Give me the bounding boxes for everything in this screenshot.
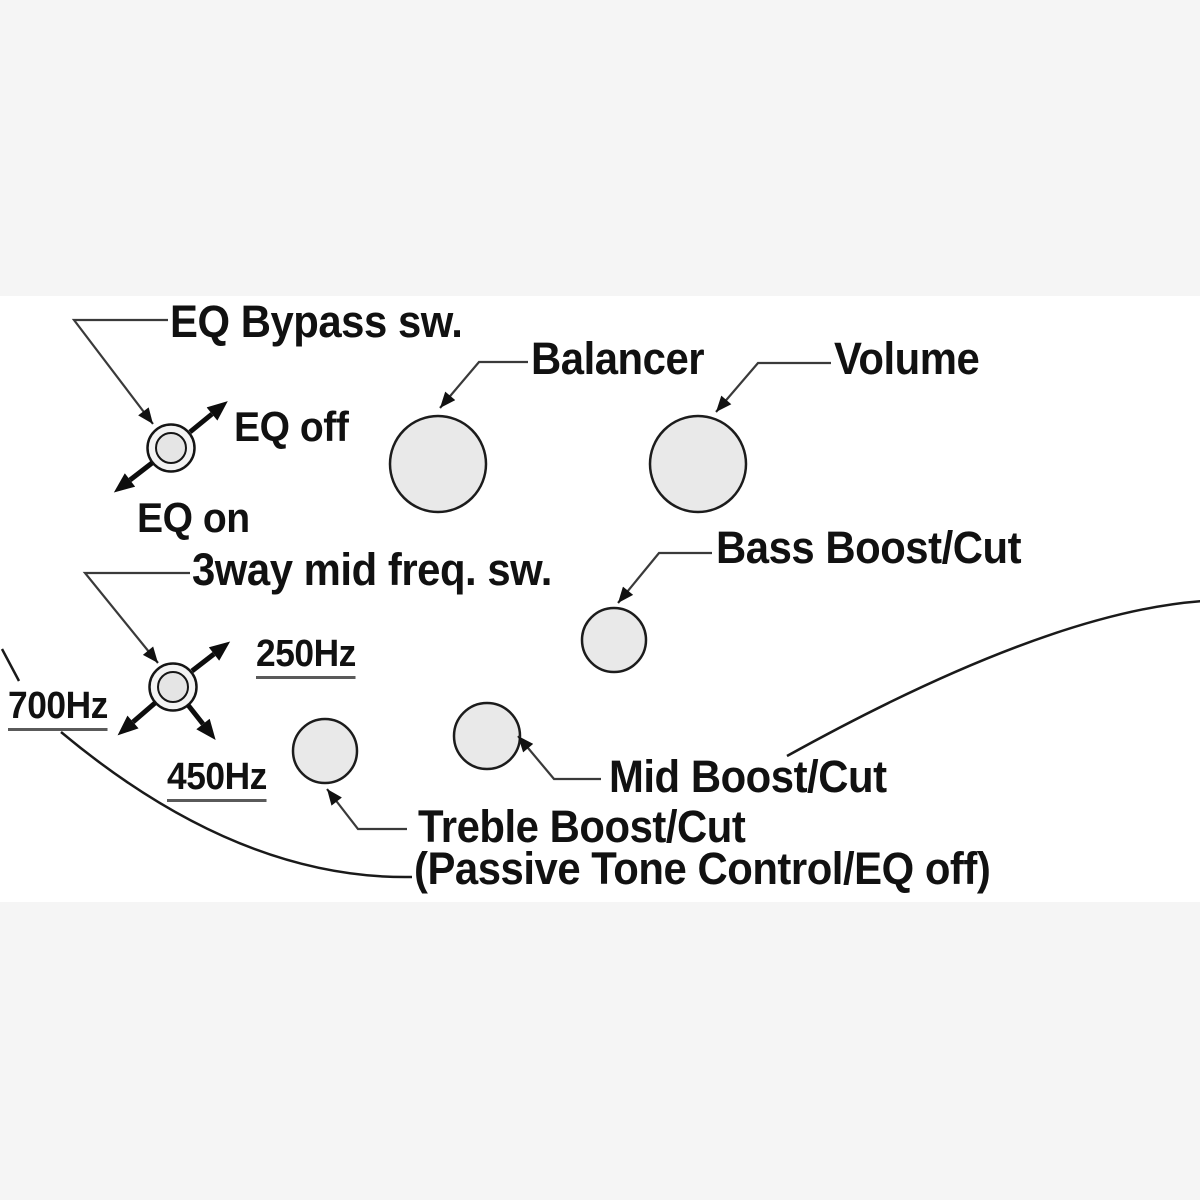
treble-boost-cut-knob — [291, 717, 359, 785]
treble-boost-cut-label: Treble Boost/Cut — [418, 801, 746, 852]
bass-leader-arrow — [617, 551, 712, 604]
mid-boost-cut-knob — [452, 701, 522, 771]
mid-leader-arrow — [517, 735, 601, 781]
freq-700-label: 700Hz — [8, 687, 108, 731]
volume-label: Volume — [834, 333, 980, 384]
treble-passive-note-label: (Passive Tone Control/EQ off) — [414, 843, 991, 894]
bass-boost-cut-knob — [580, 606, 648, 674]
mid-freq-switch — [148, 662, 198, 712]
freq-450-direction-arrow — [186, 703, 216, 741]
mid-freq-leader-arrow — [82, 571, 190, 664]
freq-250-label: 250Hz — [256, 635, 356, 679]
eq-off-label: EQ off — [234, 403, 349, 450]
eq-bypass-label: EQ Bypass sw. — [170, 296, 463, 347]
volume-leader-arrow — [715, 361, 831, 413]
mid-boost-cut-label: Mid Boost/Cut — [609, 751, 887, 802]
balancer-label: Balancer — [531, 333, 705, 384]
eq-off-direction-arrow — [188, 401, 228, 434]
eq-bypass-leader-arrow — [71, 318, 168, 425]
balancer-leader-arrow — [439, 360, 528, 409]
mid-freq-switch-label: 3way mid freq. sw. — [192, 544, 552, 595]
volume-knob — [648, 414, 748, 514]
eq-bypass-switch — [146, 423, 196, 473]
eq-on-direction-arrow — [113, 461, 154, 493]
body-outline-lower-curve — [60, 731, 413, 879]
freq-450-label: 450Hz — [167, 758, 267, 802]
body-outline-upper-curve — [786, 600, 1200, 758]
balancer-knob — [388, 414, 488, 514]
bass-boost-cut-label: Bass Boost/Cut — [716, 522, 1022, 573]
freq-700-direction-arrow — [117, 701, 157, 736]
freq-250-direction-arrow — [190, 641, 231, 673]
body-outline-left-stub — [0, 648, 21, 682]
treble-leader-arrow — [326, 788, 407, 831]
eq-on-label: EQ on — [137, 494, 250, 541]
